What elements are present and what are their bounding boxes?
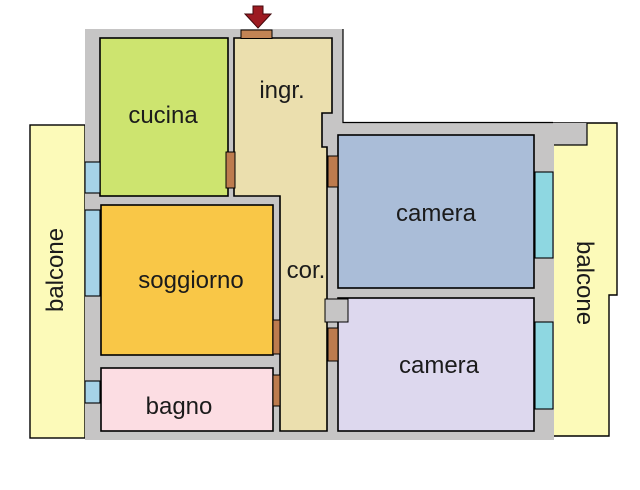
window-camera-sud [534,321,554,410]
window-cucina [84,161,101,194]
room-camera-nord [337,134,535,289]
label-ingresso: ingr. [259,77,304,104]
wall-pillar [324,298,349,323]
wall-edge-top-right [342,29,553,124]
entrance-arrow-icon [243,5,273,29]
window-bagno [84,380,101,404]
label-soggiorno: soggiorno [138,267,243,294]
door-cucina [225,151,236,189]
room-soggiorno [100,204,274,356]
room-ingresso-corridoio [233,37,333,432]
door-bagno [272,374,281,407]
label-corridoio: cor. [287,257,326,284]
label-camera-sud: camera [399,352,480,379]
label-bagno: bagno [146,393,213,420]
wall-edge-balcony-step [554,123,588,146]
label-balcone-left: balcone [42,228,69,312]
label-balcone-right: balcone [571,241,598,325]
label-cucina: cucina [128,102,198,129]
balcony-left-area [29,124,86,439]
door-soggiorno [272,319,281,355]
door-camera-sud [327,327,339,362]
door-entrance [240,29,273,39]
room-cucina [99,37,229,197]
label-camera-nord: camera [396,200,477,227]
window-soggiorno [84,209,101,297]
room-camera-sud [337,297,535,432]
room-bagno [100,367,274,432]
door-camera-nord [327,155,339,188]
window-camera-nord [534,171,554,259]
